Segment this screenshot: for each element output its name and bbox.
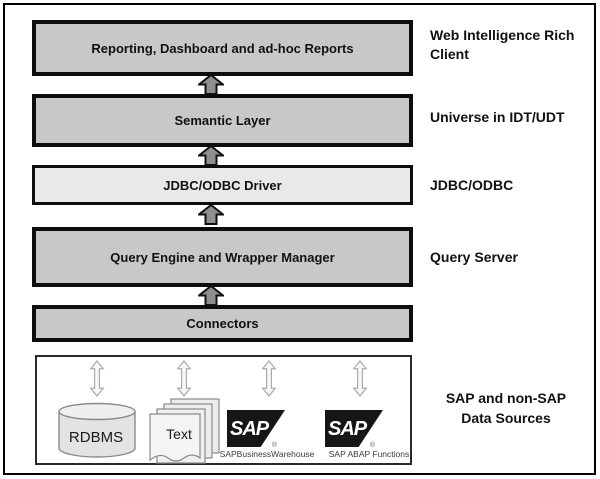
side-label-data-sources: SAP and non-SAP Data Sources — [425, 388, 587, 428]
layer-box-connectors: Connectors — [32, 305, 413, 342]
side-label-universe: Universe in IDT/UDT — [430, 109, 565, 125]
double-arrow-icon — [176, 360, 192, 397]
sap-abap-logo: SAP ® — [325, 410, 383, 449]
sap-logo-text: SAP — [328, 417, 367, 440]
up-arrow-icon — [198, 285, 224, 306]
sap-bw-caption: SAPBusinessWarehouse — [219, 449, 315, 459]
side-label-web-intelligence: Web Intelligence Rich Client — [430, 27, 575, 62]
layer-box-semantic: Semantic Layer — [32, 94, 413, 147]
double-arrow-icon — [261, 360, 277, 397]
up-arrow-icon — [198, 145, 224, 166]
side-label-query-server: Query Server — [430, 249, 518, 265]
sap-logo-text: SAP — [230, 417, 269, 440]
side-label-data-sources-line1: SAP and non-SAP — [445, 390, 567, 406]
double-arrow-icon — [352, 360, 368, 397]
text-label: Text — [166, 426, 192, 442]
side-label-data-sources-line2: Data Sources — [461, 410, 551, 426]
sap-bw-logo: SAP ® — [227, 410, 285, 449]
rdbms-label: RDBMS — [68, 429, 124, 446]
double-arrow-icon — [89, 360, 105, 397]
data-sources-box: RDBMS Text SAP ® SAPBusinessWarehouse SA… — [35, 355, 412, 465]
layer-box-query-engine: Query Engine and Wrapper Manager — [32, 227, 413, 287]
database-cylinder-icon — [58, 402, 136, 458]
layer-box-reporting: Reporting, Dashboard and ad-hoc Reports — [32, 20, 413, 76]
layer-box-jdbc-driver: JDBC/ODBC Driver — [32, 165, 413, 205]
side-label-jdbc-odbc: JDBC/ODBC — [430, 177, 514, 193]
text-files-icon — [149, 398, 220, 464]
registered-mark: ® — [271, 442, 277, 449]
up-arrow-icon — [198, 204, 224, 225]
up-arrow-icon — [198, 74, 224, 95]
sap-abap-caption: SAP ABAP Functions — [328, 449, 410, 459]
registered-mark: ® — [369, 442, 375, 449]
